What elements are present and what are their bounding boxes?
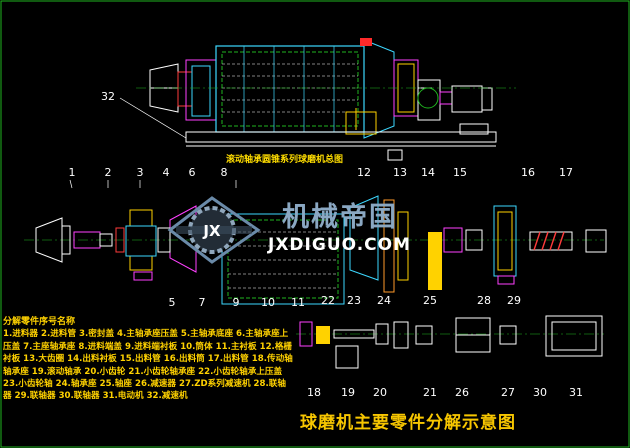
legend-body: 1.进料器 2.进料管 3.密封盖 4.主轴承座压盖 5.主轴承底座 6.主轴承…: [3, 329, 293, 402]
callout-24: 24: [377, 294, 391, 307]
callout-10: 10: [261, 296, 275, 309]
callout-4: 4: [163, 166, 170, 179]
parts-legend: 分解零件序号名称 1.进料器 2.进料管 3.密封盖 4.主轴承座压盖 5.主轴…: [3, 316, 293, 403]
diagram-title: 球磨机主要零件分解示意图: [300, 413, 516, 433]
callout-32: 32: [101, 90, 115, 103]
callout-21: 21: [423, 386, 437, 399]
callout-28: 28: [477, 294, 491, 307]
callout-15: 15: [453, 166, 467, 179]
watermark-logo: [167, 196, 261, 264]
exploded-view: [24, 195, 607, 305]
callout-leaders: [69, 97, 237, 189]
callout-25: 25: [423, 294, 437, 307]
callout-9: 9: [233, 296, 240, 309]
callout-14: 14: [421, 166, 435, 179]
callout-20: 20: [373, 386, 387, 399]
assembly-subtitle: 滚动轴承圆锥系列球磨机总图: [226, 155, 344, 165]
callout-7: 7: [199, 296, 206, 309]
callout-16: 16: [521, 166, 535, 179]
callout-11: 11: [291, 296, 305, 309]
top-assembly-view: [136, 38, 516, 161]
legend-title: 分解零件序号名称: [3, 317, 76, 327]
watermark-cn-text: 机械帝国: [282, 201, 398, 233]
callout-23: 23: [347, 294, 361, 307]
watermark-logo-letters: JX: [202, 222, 221, 240]
callout-31: 31: [569, 386, 583, 399]
drive-row: [296, 315, 604, 369]
callout-26: 26: [455, 386, 469, 399]
callout-6: 6: [189, 166, 196, 179]
callout-13: 13: [393, 166, 407, 179]
callout-8: 8: [221, 166, 228, 179]
callout-18: 18: [307, 386, 321, 399]
callout-29: 29: [507, 294, 521, 307]
callout-12: 12: [357, 166, 371, 179]
callout-17: 17: [559, 166, 573, 179]
callout-2: 2: [105, 166, 112, 179]
callout-22: 22: [321, 294, 335, 307]
callout-30: 30: [533, 386, 547, 399]
callout-27: 27: [501, 386, 515, 399]
callout-19: 19: [341, 386, 355, 399]
watermark-url-text: JXDIGUO.COM: [267, 235, 411, 255]
callout-5: 5: [169, 296, 176, 309]
callout-1: 1: [69, 166, 76, 179]
callout-3: 3: [137, 166, 144, 179]
